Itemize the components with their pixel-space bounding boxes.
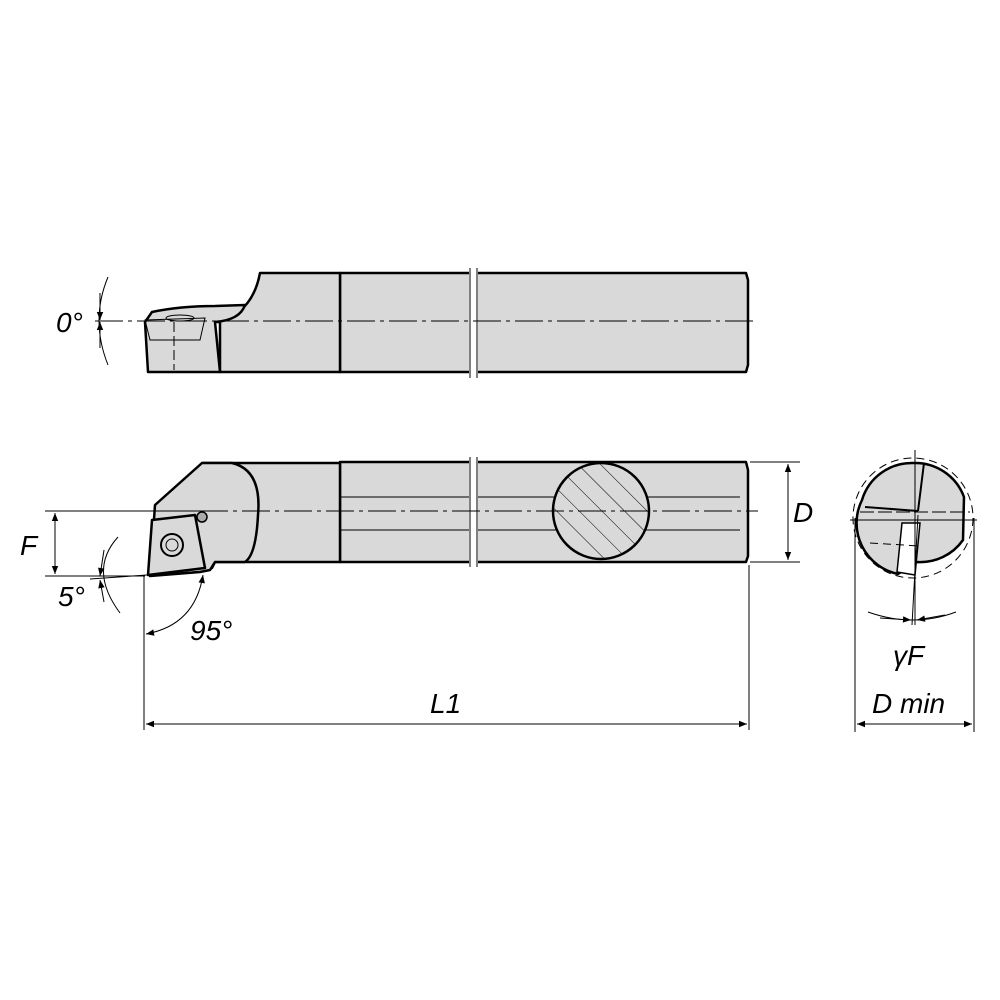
- end-section: [855, 461, 966, 576]
- front-view: F 5° 95° D L1: [20, 457, 813, 730]
- end-view: γF D min: [850, 450, 977, 732]
- d-label: D: [793, 497, 813, 528]
- top-view: 0°: [56, 268, 758, 378]
- lead-angle-label: 95°: [190, 615, 232, 646]
- gamma-f-label: γF: [893, 640, 926, 671]
- top-head: [143, 303, 247, 374]
- front-shank: [338, 460, 750, 564]
- d-min-label: D min: [872, 688, 945, 719]
- f-label: F: [20, 530, 39, 561]
- clearance-top-arc: [98, 276, 109, 366]
- l1-label: L1: [430, 688, 461, 719]
- insert-top: [144, 317, 206, 341]
- clearance-top-label: 0°: [56, 307, 83, 338]
- top-neck: [213, 271, 342, 374]
- clearance-side-label: 5°: [58, 581, 85, 612]
- top-shank: [338, 271, 750, 374]
